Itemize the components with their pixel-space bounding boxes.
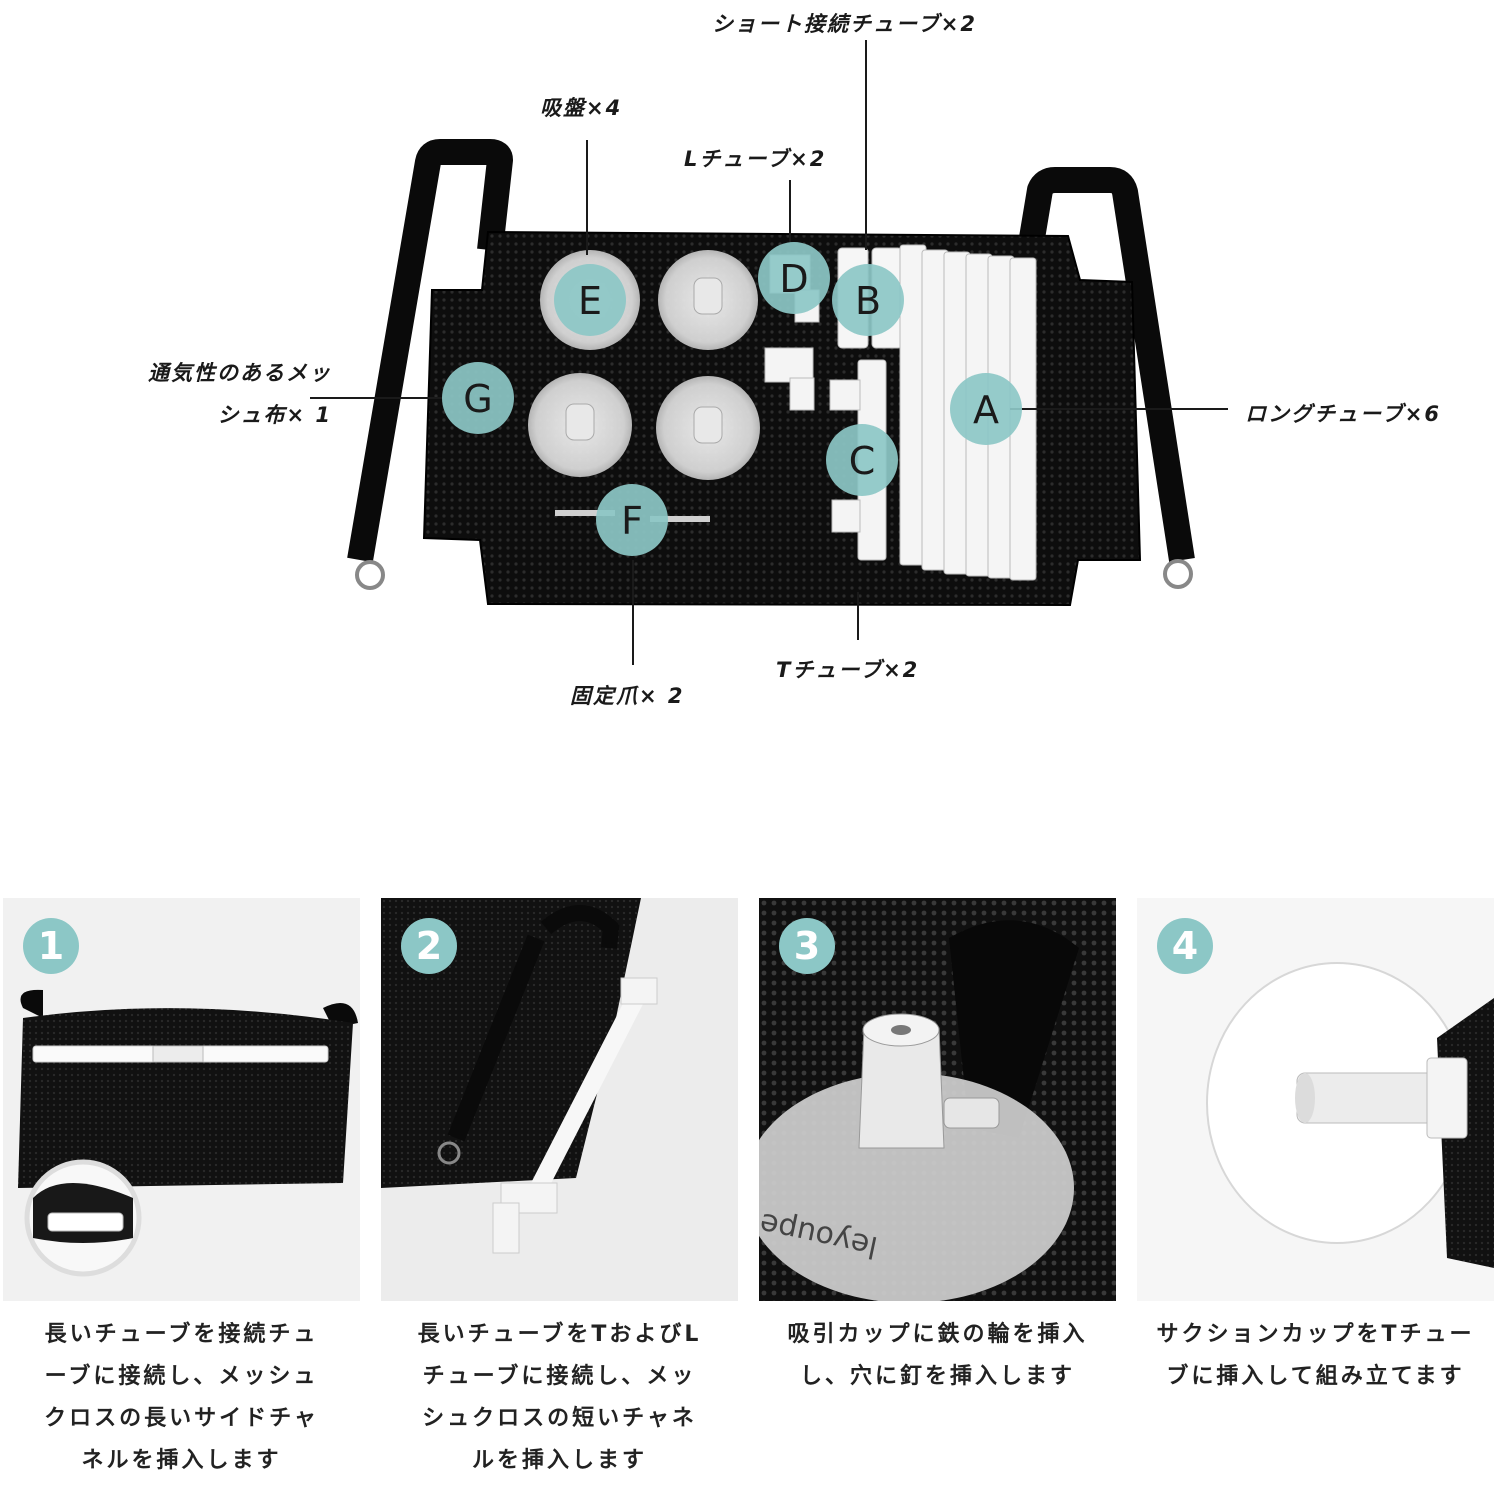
step-caption-3: 吸引カップに鉄の輪を挿入 し、穴に釘を挿入します [759,1314,1116,1398]
part-markers [442,242,1022,556]
caption-line: 吸引カップに鉄の輪を挿入 [787,1322,1088,1347]
part-letter-d: D [779,257,808,301]
part-letter-e: E [578,279,602,323]
part-letter-f: F [621,499,643,543]
part-letter-b: B [855,279,881,323]
label-t-tube: Tチューブ×2 [776,658,920,682]
label-mesh-cloth: 通気性のあるメッ シュ布× 1 [100,352,332,436]
caption-line: 長いチューブをTおよびL [417,1322,702,1347]
caption-line: クロスの長いサイドチャ [44,1406,319,1431]
caption-line: ルを挿入します [471,1448,647,1473]
step-caption-1: 長いチューブを接続チュ ーブに接続し、メッシュ クロスの長いサイドチャ ネルを挿… [3,1314,360,1482]
parts-diagram: A B C D E F G [310,40,1228,665]
caption-line: サクションカップをTチュー [1156,1322,1475,1347]
part-letter-a: A [973,388,999,432]
caption-line: し、穴に釘を挿入します [799,1364,1075,1389]
label-short-tube: ショート接続チューブ×2 [712,12,977,36]
caption-line: ブに挿入して組み立てます [1166,1364,1465,1389]
fixing-claws [555,510,710,522]
label-l-tube: Lチューブ×2 [684,147,827,171]
step-badge-2: 2 [401,918,457,974]
step-badge-4: 4 [1157,918,1213,974]
step-photo-4: 4 [1137,898,1494,1301]
caption-line: ネルを挿入します [81,1448,282,1473]
step-caption-2: 長いチューブをTおよびL チューブに接続し、メッ シュクロスの短いチャネ ルを挿… [381,1314,738,1482]
step-badge-3: 3 [779,918,835,974]
step-badge-1: 1 [23,918,79,974]
step-caption-4: サクションカップをTチュー ブに挿入して組み立てます [1137,1314,1494,1398]
label-fixing-claw: 固定爪× 2 [570,684,685,708]
leader-lines [310,40,1228,665]
left-strap [347,139,513,590]
part-letter-c: C [849,439,876,483]
part-letter-g: G [463,377,492,421]
label-mesh-line1: 通気性のあるメッ [148,361,332,385]
right-strap [1017,167,1195,589]
caption-line: ーブに接続し、メッシュ [44,1364,319,1389]
step-photo-2: 2 [381,898,738,1301]
caption-line: 長いチューブを接続チュ [44,1322,319,1347]
caption-line: チューブに接続し、メッ [422,1364,697,1389]
label-suction-cup: 吸盤×4 [540,96,623,120]
step-photo-1: 1 [3,898,360,1301]
label-mesh-line2: シュ布× 1 [217,403,332,427]
caption-line: シュクロスの短いチャネ [422,1406,697,1431]
label-long-tube: ロングチューブ×6 [1245,402,1441,426]
step-photo-3: leyoupet 3 [759,898,1116,1301]
